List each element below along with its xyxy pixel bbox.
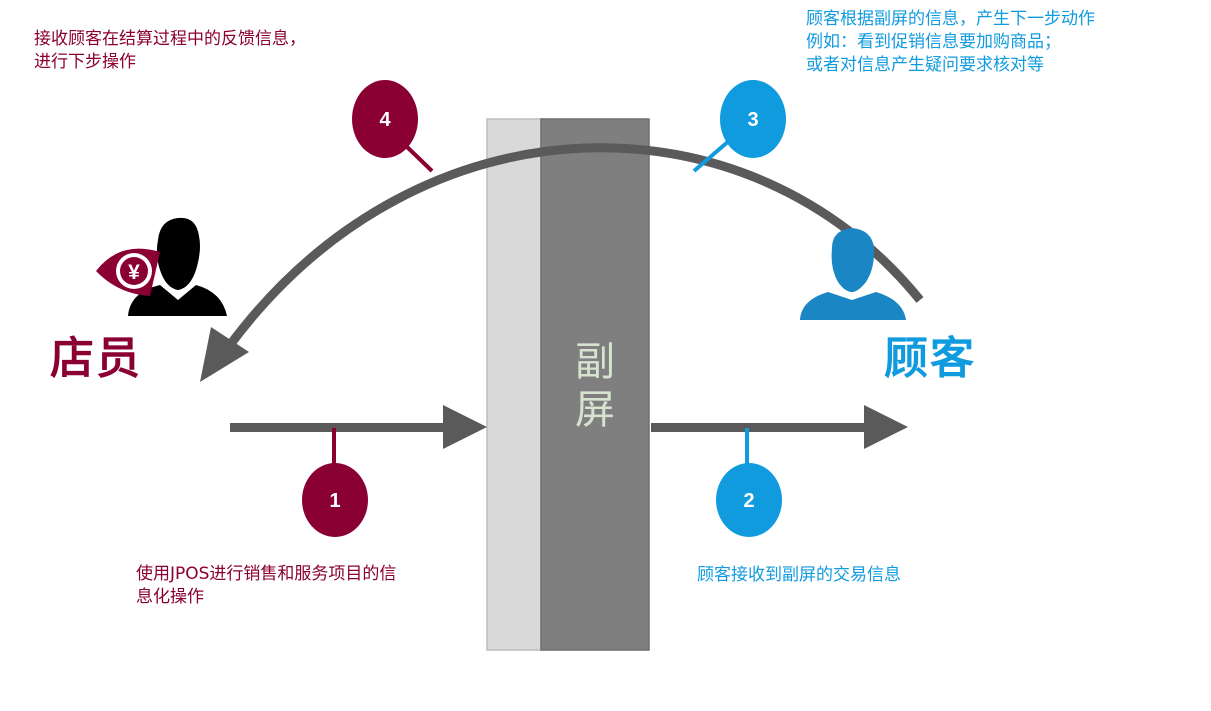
arrow-screen-to-customer-shaft bbox=[651, 423, 869, 432]
step-3-connector bbox=[692, 138, 732, 173]
step-1-marker bbox=[302, 463, 368, 537]
yen-coin-icon: ¥ bbox=[96, 248, 160, 296]
customer-label: 顾客 bbox=[884, 333, 976, 384]
step-2-note: 顾客接收到副屏的交易信息 bbox=[697, 565, 901, 585]
step-4-number: 4 bbox=[379, 109, 391, 131]
step-4-connector bbox=[403, 143, 434, 173]
screen-back-panel bbox=[486, 118, 544, 651]
secondary-screen-label: 副 屏 bbox=[575, 339, 615, 433]
return-arrowhead bbox=[200, 327, 249, 382]
arrow-staff-to-screen-head bbox=[443, 405, 487, 449]
arrow-staff-to-screen-shaft bbox=[230, 423, 448, 432]
step-1-note: 使用JPOS进行销售和服务项目的信 息化操作 bbox=[136, 564, 397, 607]
customer-action-note: 顾客根据副屏的信息，产生下一步动作 例如：看到促销信息要加购商品； 或者对信息产… bbox=[806, 9, 1095, 75]
step-2-number: 2 bbox=[743, 490, 754, 512]
arrow-screen-to-customer-head bbox=[864, 405, 908, 449]
return-arc bbox=[226, 143, 924, 348]
step-4-marker bbox=[352, 80, 418, 158]
yen-symbol: ¥ bbox=[128, 261, 140, 284]
customer-person-icon bbox=[800, 228, 906, 320]
step-1-number: 1 bbox=[329, 490, 340, 512]
step-3-number: 3 bbox=[747, 109, 758, 131]
screen-front-panel bbox=[540, 118, 650, 651]
step-3-marker bbox=[720, 80, 786, 158]
staff-person-icon bbox=[128, 217, 227, 316]
step-2-marker bbox=[716, 463, 782, 537]
staff-label: 店员 bbox=[50, 333, 142, 384]
staff-feedback-note: 接收顾客在结算过程中的反馈信息， 进行下步操作 bbox=[34, 29, 306, 72]
